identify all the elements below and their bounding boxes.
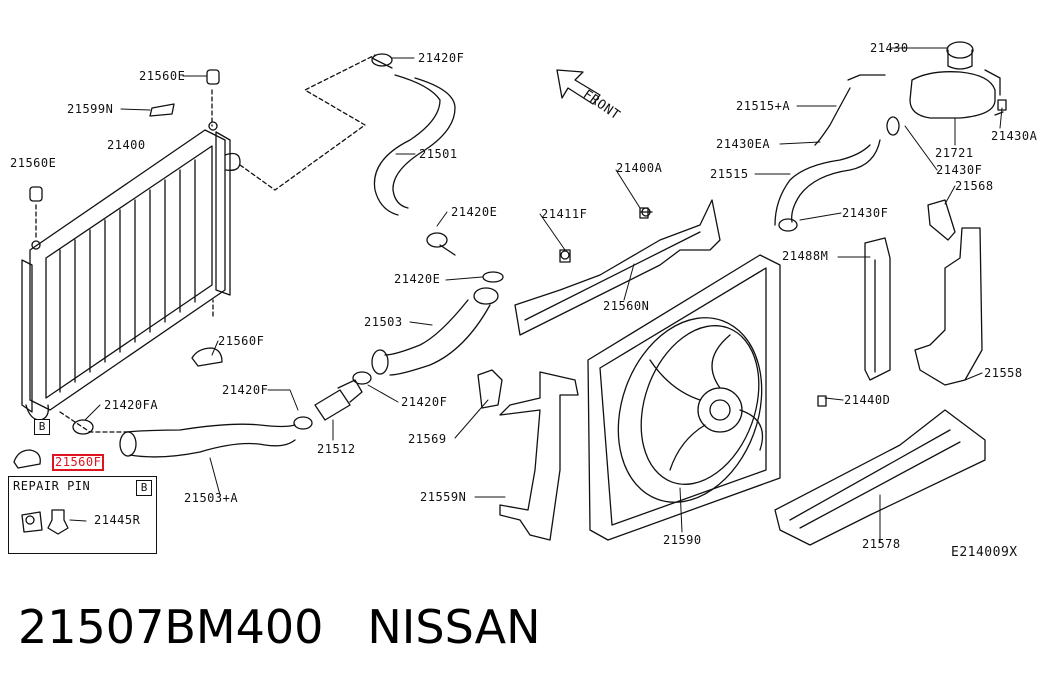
diagram-id: E214009X [951, 545, 1018, 560]
small-bracket [477, 369, 503, 409]
callout-21400A: 21400A [616, 161, 663, 175]
callout-21445R: 21445R [94, 513, 141, 527]
callout-21568: 21568 [955, 179, 994, 193]
callout-21420F-right: 21420F [401, 395, 448, 409]
lower-deflector [774, 409, 986, 546]
bolts [559, 99, 1007, 407]
radiator-drawing [21, 121, 241, 421]
callout-21512: 21512 [317, 442, 356, 456]
repair-pin-box: REPAIR PIN B [8, 476, 157, 554]
callout-21488M: 21488M [782, 249, 829, 263]
reservoir-tank [909, 41, 1004, 119]
callout-21420F-mid: 21420F [222, 383, 269, 397]
vertical-strip [864, 237, 891, 381]
callout-21420FA: 21420FA [104, 398, 159, 412]
fan-shroud [587, 254, 781, 541]
repair-pin-title: REPAIR PIN [13, 479, 91, 493]
repair-pin-drawing [21, 509, 69, 535]
callout-21599N: 21599N [67, 102, 114, 116]
callout-21578: 21578 [862, 537, 901, 551]
callout-21420E-lower: 21420E [394, 272, 441, 286]
callout-21560E-left: 21560E [10, 156, 57, 170]
callout-21503-A: 21503+A [184, 491, 239, 505]
callout-21400: 21400 [107, 138, 146, 152]
callout-21560E: 21560E [139, 69, 186, 83]
part-caption: 21507BM400 NISSAN [18, 598, 585, 656]
highlighted-part-21560F[interactable]: 21560F [51, 454, 105, 471]
callout-21503: 21503 [364, 315, 403, 329]
callout-21430F-tank: 21430F [936, 163, 983, 177]
callout-21411F: 21411F [541, 207, 588, 221]
callout-21590: 21590 [663, 533, 702, 547]
callout-21430A: 21430A [991, 129, 1038, 143]
callout-21559N: 21559N [420, 490, 467, 504]
callout-21430: 21430 [870, 41, 909, 55]
callout-21515: 21515 [710, 167, 749, 181]
upper-hose [371, 53, 456, 256]
pipe-fitting [314, 371, 372, 421]
lower-hose [72, 416, 313, 458]
callout-21501: 21501 [419, 147, 458, 161]
reservoir-hoses [774, 74, 900, 232]
callout-21515-A: 21515+A [736, 99, 791, 113]
callout-21721: 21721 [935, 146, 974, 160]
side-seal-left [499, 371, 579, 541]
callout-21558: 21558 [984, 366, 1023, 380]
part-number: 21507BM400 [18, 600, 324, 654]
grommets [13, 69, 223, 469]
leader-lines [69, 47, 1003, 543]
repair-pin-tag: B [136, 480, 152, 496]
side-seal-right [914, 199, 983, 386]
callout-21420F: 21420F [418, 51, 465, 65]
brand-name: NISSAN [367, 600, 541, 654]
middle-hose [371, 271, 504, 376]
front-arrow [556, 69, 601, 105]
callout-21420E: 21420E [451, 205, 498, 219]
callout-21569: 21569 [408, 432, 447, 446]
callout-21560N: 21560N [603, 299, 650, 313]
callout-21440D: 21440D [844, 393, 891, 407]
callout-21430F-hose: 21430F [842, 206, 889, 220]
callout-21430EA: 21430EA [716, 137, 771, 151]
reference-tag-b: B [34, 419, 50, 435]
callout-21560F: 21560F [218, 334, 265, 348]
